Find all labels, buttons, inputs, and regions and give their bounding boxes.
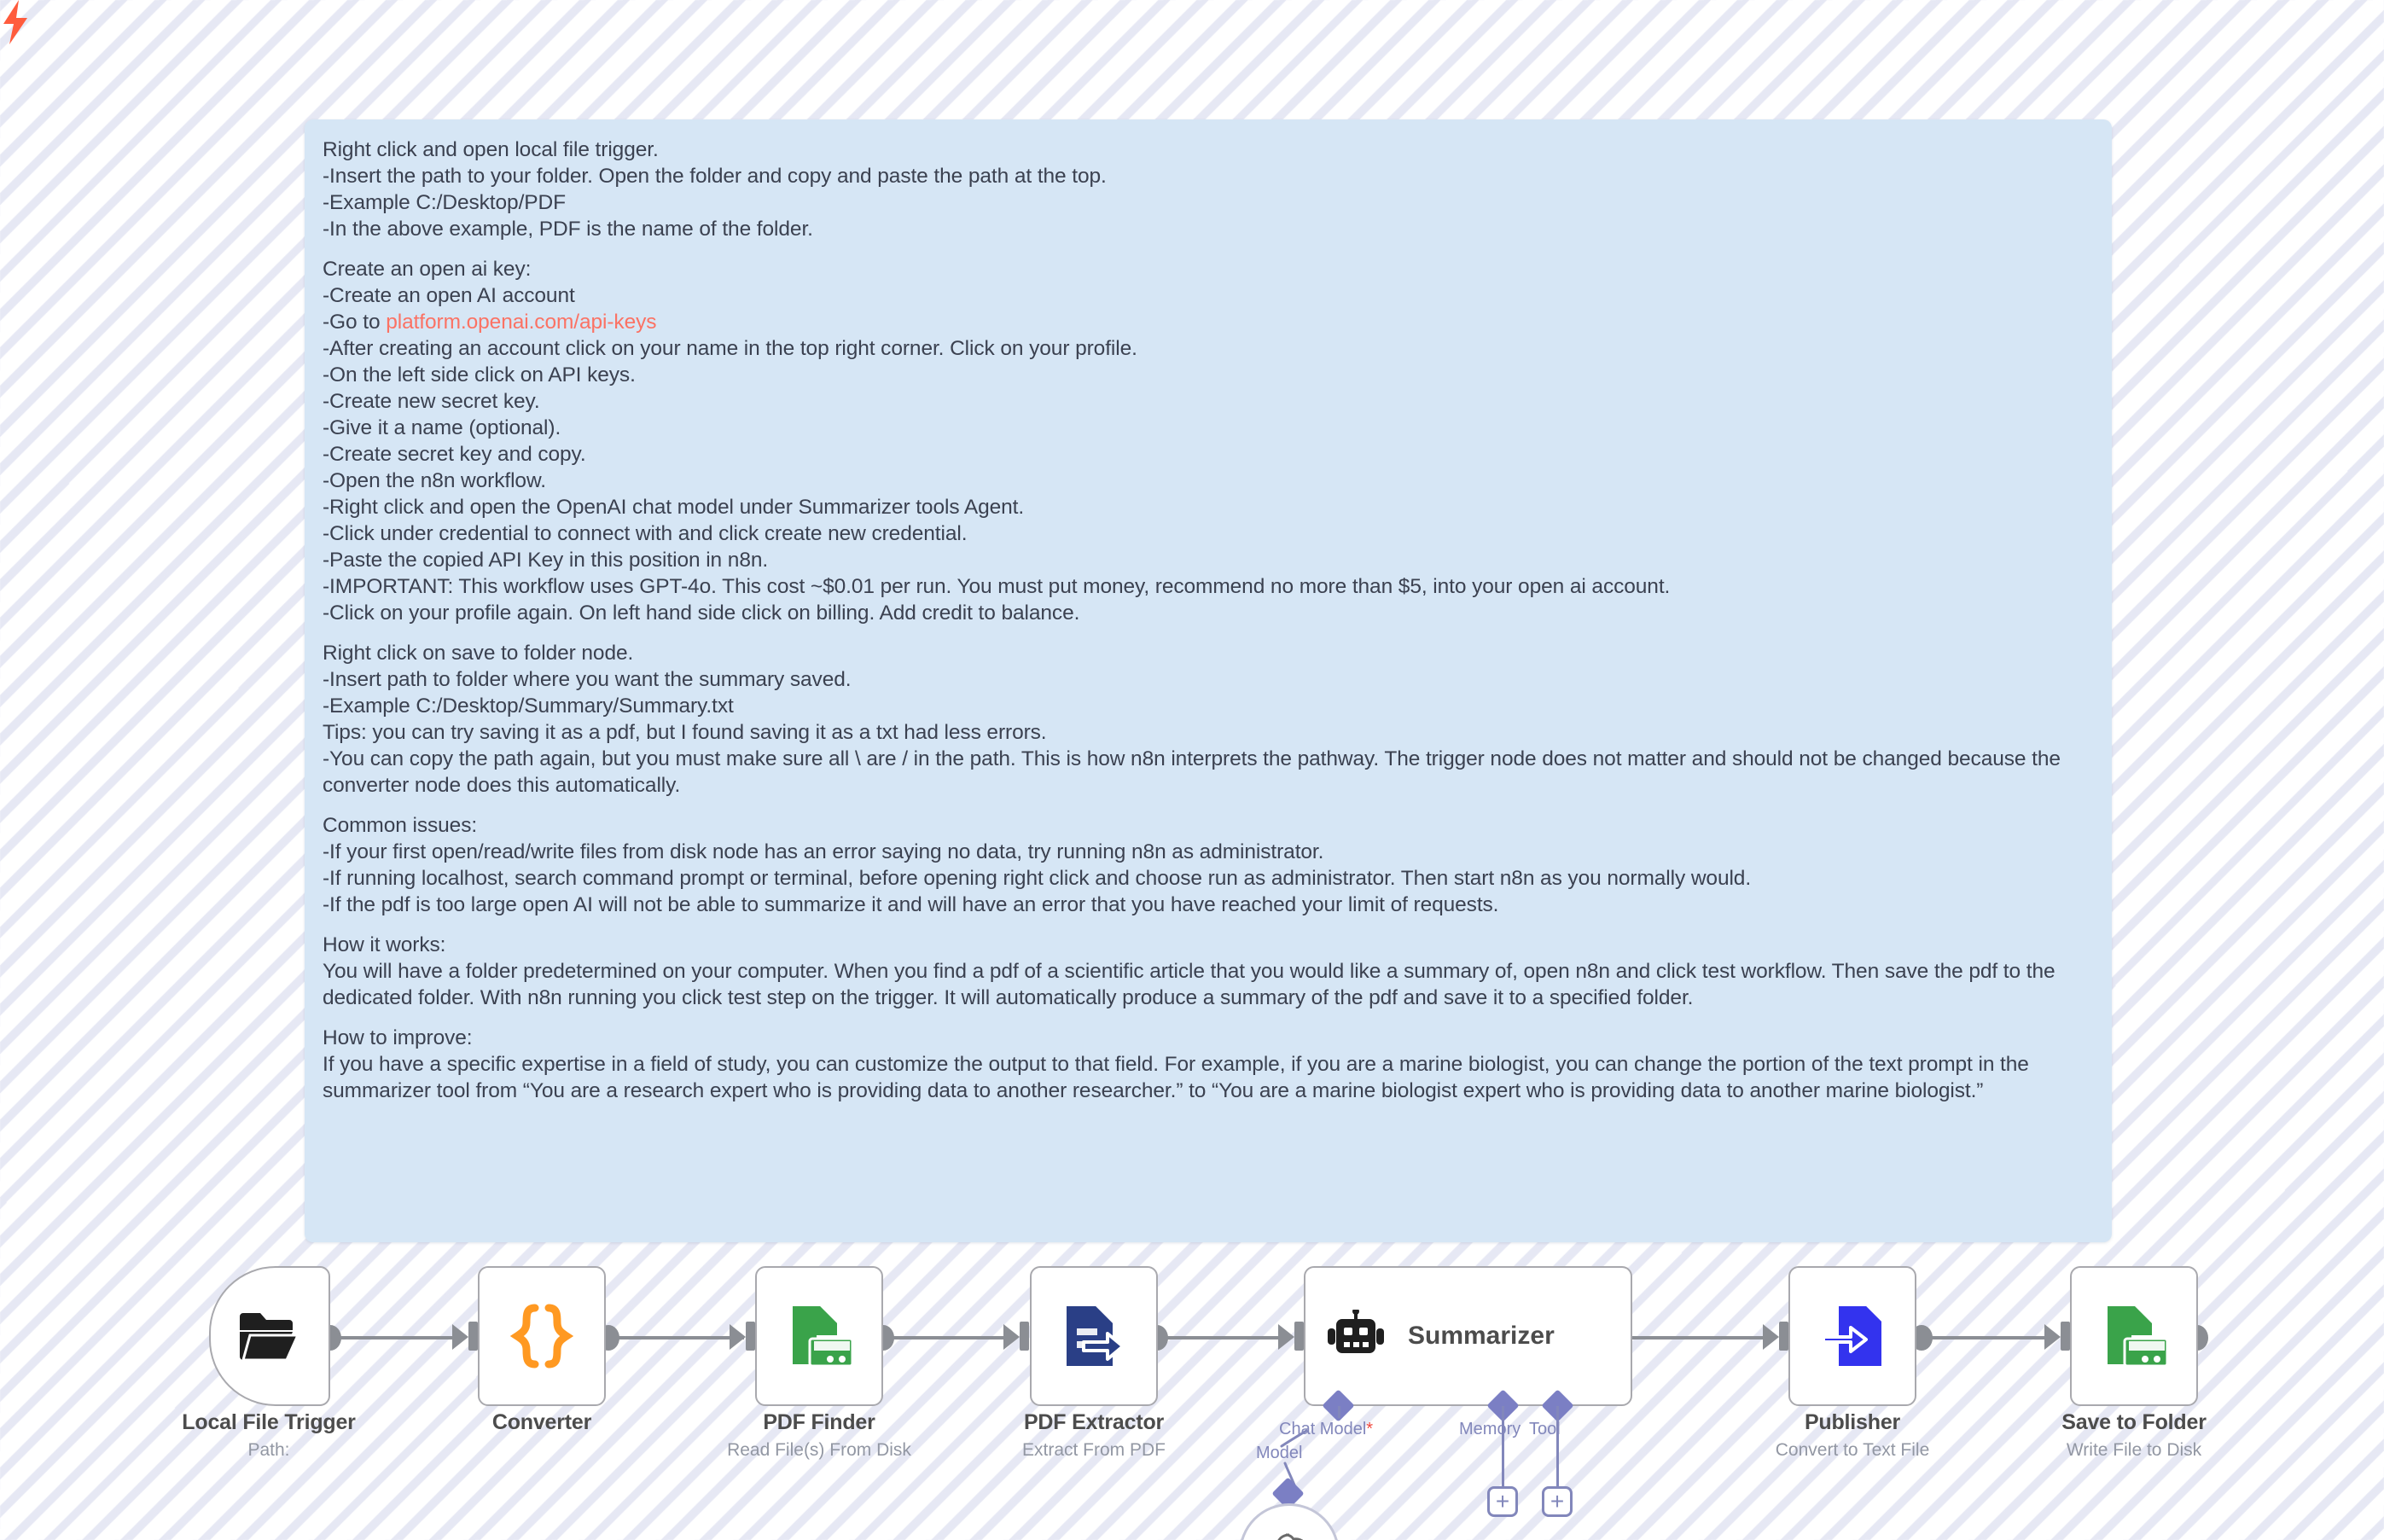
note-paragraph-how-it-works: How it works: You will have a folder pre…: [323, 932, 2093, 1011]
connector-finder-to-extractor: [881, 1336, 1014, 1340]
sticky-note[interactable]: Right click and open local file trigger.…: [305, 119, 2112, 1242]
node-converter[interactable]: [478, 1266, 606, 1406]
note-line: -Give it a name (optional).: [323, 416, 561, 439]
node-save-to-folder[interactable]: [2070, 1266, 2198, 1406]
node-caption-pdf-extractor: PDF Extractor: [1023, 1410, 1165, 1434]
node-local-file-trigger[interactable]: [209, 1266, 330, 1406]
node-summarizer[interactable]: Summarizer: [1304, 1266, 1632, 1406]
input-port-converter[interactable]: [468, 1322, 478, 1351]
folder-icon: [240, 1313, 300, 1362]
input-port-save-to-folder[interactable]: [2061, 1322, 2070, 1351]
note-line-with-link: -Go to platform.openai.com/api-keys: [323, 309, 2093, 335]
node-subcaption-pdf-extractor: Extract From PDF: [1021, 1440, 1166, 1460]
note-line: How to improve:: [323, 1026, 473, 1049]
note-line: -Open the n8n workflow.: [323, 469, 546, 492]
code-braces-icon: [510, 1304, 573, 1369]
node-pdf-finder[interactable]: [755, 1266, 883, 1406]
arrow-into-pdf-extractor: [1003, 1324, 1020, 1350]
note-line: -Click on your profile again. On left ha…: [323, 601, 1080, 625]
sub-node-port-label-model: Model: [1256, 1444, 1303, 1462]
connector-converter-to-finder: [608, 1336, 744, 1340]
note-line: -You can copy the path again, but you mu…: [323, 747, 2067, 797]
note-line: -If running localhost, search command pr…: [323, 867, 1752, 890]
note-line: -Example C:/Desktop/PDF: [323, 191, 566, 214]
input-port-summarizer[interactable]: [1294, 1322, 1304, 1351]
connector-publisher-to-save: [1920, 1336, 2052, 1340]
note-line: -In the above example, PDF is the name o…: [323, 218, 813, 241]
connector-trigger-to-converter: [329, 1336, 457, 1340]
note-paragraph-save-folder: Right click on save to folder node. -Ins…: [323, 640, 2093, 799]
required-asterisk-icon: *: [1366, 1420, 1374, 1438]
node-subcaption-local-file-trigger: Path:: [247, 1440, 290, 1460]
connector-summarizer-to-publisher: [1617, 1336, 1771, 1340]
note-line: -Paste the copied API Key in this positi…: [323, 549, 769, 572]
note-line: -If your first open/read/write files fro…: [323, 840, 1324, 863]
port-label-memory: Memory: [1459, 1420, 1521, 1438]
node-caption-publisher: Publisher: [1804, 1410, 1901, 1434]
node-subcaption-publisher: Convert to Text File: [1775, 1440, 1930, 1460]
note-line: Tips: you can try saving it as a pdf, bu…: [323, 721, 1047, 744]
port-stem-tool: [1556, 1406, 1559, 1488]
note-line-prefix: -Go to: [323, 311, 387, 334]
note-line: How it works:: [323, 933, 446, 956]
arrow-into-pdf-finder: [730, 1324, 746, 1350]
port-label-tool: Tool: [1529, 1420, 1561, 1438]
pointer-squiggle-chat-model-icon: [1280, 1429, 1308, 1448]
note-line: If you have a specific expertise in a fi…: [323, 1053, 2035, 1102]
node-title-summarizer: Summarizer: [1408, 1322, 1555, 1350]
node-pdf-extractor[interactable]: [1030, 1266, 1158, 1406]
node-subcaption-pdf-finder: Read File(s) From Disk: [727, 1440, 911, 1460]
note-line: -On the left side click on API keys.: [323, 363, 636, 386]
file-disk-icon: [2108, 1306, 2167, 1368]
note-line: -If the pdf is too large open AI will no…: [323, 893, 1499, 916]
note-line: You will have a folder predetermined on …: [323, 960, 2061, 1009]
note-line: -Create secret key and copy.: [323, 443, 586, 466]
note-line: -IMPORTANT: This workflow uses GPT-4o. T…: [323, 575, 1671, 598]
note-line: -Create new secret key.: [323, 390, 540, 413]
note-line: -After creating an account click on your…: [323, 337, 1137, 360]
connector-extractor-to-summarizer: [1156, 1336, 1286, 1340]
file-import-icon: [1822, 1306, 1881, 1366]
note-line: -Insert path to folder where you want th…: [323, 668, 852, 691]
note-paragraph-common-issues: Common issues: -If your first open/read/…: [323, 812, 2093, 918]
note-line: -Click under credential to connect with …: [323, 522, 968, 545]
input-port-publisher[interactable]: [1779, 1322, 1788, 1351]
add-tool-button[interactable]: +: [1542, 1486, 1573, 1517]
note-line: -Example C:/Desktop/Summary/Summary.txt: [323, 694, 734, 718]
note-line: Create an open ai key:: [323, 258, 532, 281]
add-memory-button[interactable]: +: [1487, 1486, 1518, 1517]
node-publisher[interactable]: [1788, 1266, 1916, 1406]
arrow-into-summarizer: [1278, 1324, 1294, 1350]
node-subcaption-save-to-folder: Write File to Disk: [2066, 1440, 2202, 1460]
note-line: -Right click and open the OpenAI chat mo…: [323, 496, 1025, 519]
input-port-pdf-finder[interactable]: [746, 1322, 755, 1351]
node-caption-converter: Converter: [491, 1410, 592, 1434]
file-extract-icon: [1067, 1306, 1125, 1366]
input-port-pdf-extractor[interactable]: [1020, 1322, 1029, 1351]
note-line: Right click on save to folder node.: [323, 642, 634, 665]
arrow-into-save-to-folder: [2044, 1324, 2061, 1350]
file-disk-icon: [793, 1306, 852, 1368]
note-line: Common issues:: [323, 814, 478, 837]
note-line: -Create an open AI account: [323, 284, 575, 307]
node-caption-pdf-finder: PDF Finder: [763, 1410, 875, 1434]
port-stem-memory: [1502, 1406, 1504, 1488]
openai-icon: [1277, 1533, 1304, 1540]
robot-icon: [1328, 1310, 1384, 1353]
arrow-into-converter: [452, 1324, 468, 1350]
port-stem-chat-model: [1338, 1406, 1340, 1418]
node-caption-local-file-trigger: Local File Trigger: [182, 1410, 356, 1434]
node-openai-chat-model[interactable]: [1239, 1503, 1340, 1540]
note-paragraph-openai-key: Create an open ai key: -Create an open A…: [323, 256, 2093, 626]
arrow-into-publisher: [1763, 1324, 1779, 1350]
lightning-bolt-glyph: [3, 0, 27, 44]
note-paragraph-how-to-improve: How to improve: If you have a specific e…: [323, 1025, 2093, 1104]
note-paragraph-setup-trigger: Right click and open local file trigger.…: [323, 137, 2093, 242]
node-caption-save-to-folder: Save to Folder: [2061, 1410, 2207, 1434]
note-line: Right click and open local file trigger.: [323, 138, 659, 161]
openai-api-keys-link[interactable]: platform.openai.com/api-keys: [386, 311, 657, 334]
lightning-bolt-icon: [0, 0, 31, 50]
note-line: -Insert the path to your folder. Open th…: [323, 165, 1107, 188]
